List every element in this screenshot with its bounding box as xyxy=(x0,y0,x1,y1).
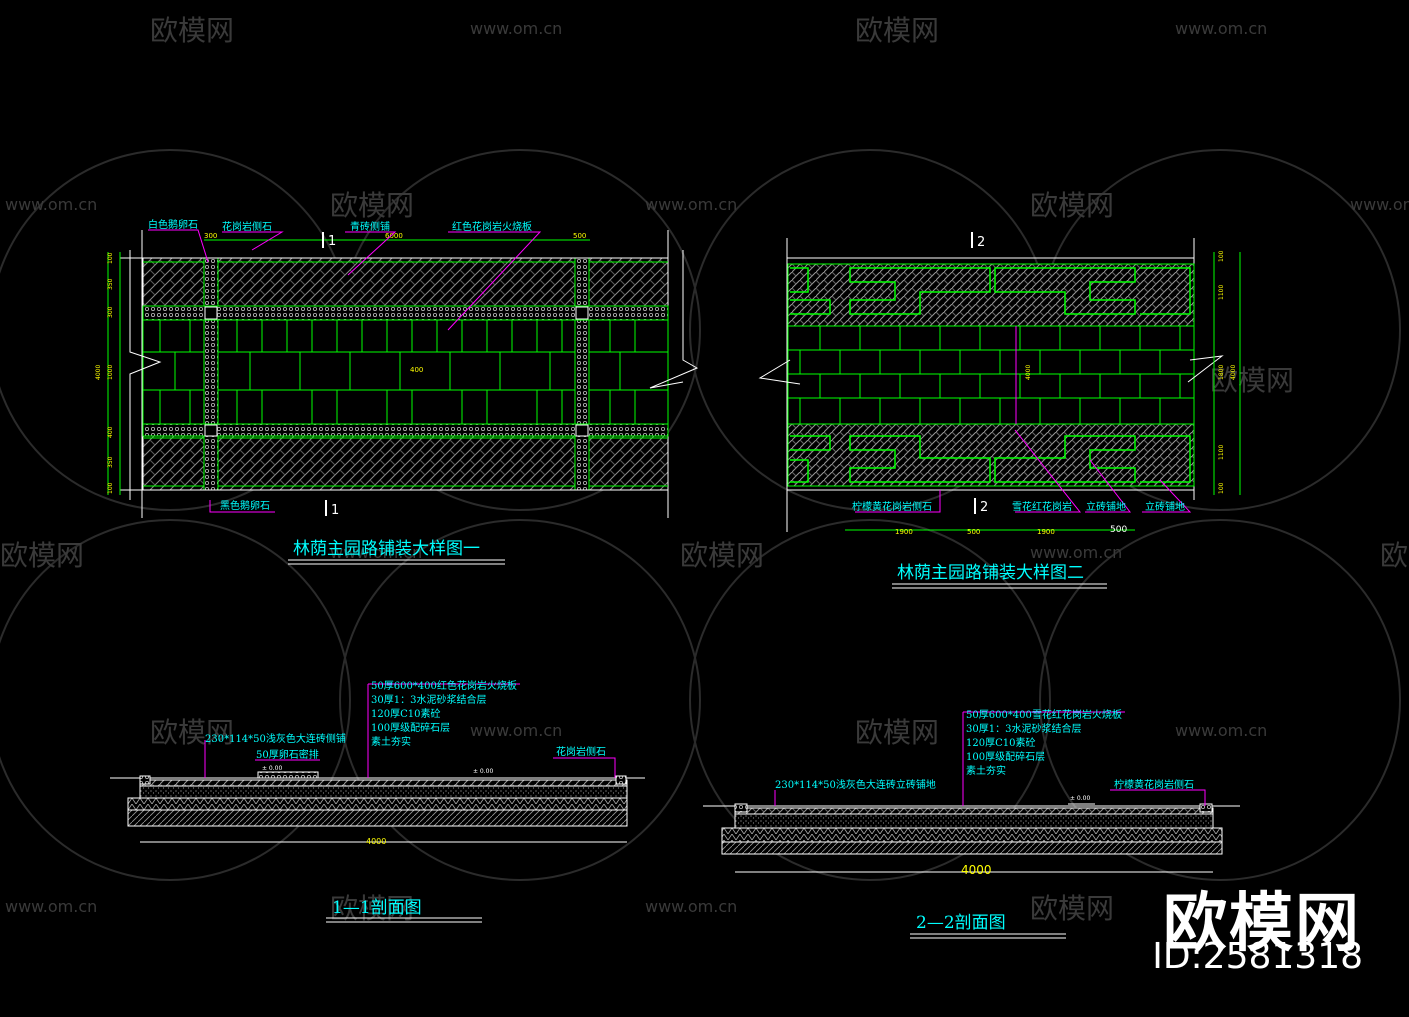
brand-logo-text: 欧模网 xyxy=(1163,887,1361,961)
plan1-dim-left: 1000 xyxy=(107,365,114,380)
plan1-dim-top: 6000 xyxy=(385,232,403,240)
plan1-section-mark: 1 xyxy=(328,234,336,249)
section1-layer: 100厚级配碎石层 xyxy=(371,721,450,734)
watermark-url: www.om.cn xyxy=(1350,195,1409,214)
watermark-url: www.om.cn xyxy=(1030,543,1122,562)
plan1-dim-left: 100 xyxy=(107,252,114,264)
watermark-url: www.om.cn xyxy=(470,721,562,740)
plan2-dim-right: 1100 xyxy=(1218,445,1225,460)
section1-elevation: ± 0.00 xyxy=(473,768,493,775)
watermark-logo: 欧模网 xyxy=(150,716,234,749)
watermark-logo: 欧模网 xyxy=(1210,364,1294,397)
watermark-logo: 欧模网 xyxy=(330,189,414,222)
section2-left-label: 230*114*50浅灰色大连砖立砖铺地 xyxy=(775,778,936,791)
plan1-cobble-strip-left xyxy=(203,257,219,491)
watermark-url: www.om.cn xyxy=(645,195,737,214)
section1-layer: 素土夯实 xyxy=(371,735,411,748)
plan2-dim-right: 4000 xyxy=(1230,365,1237,380)
plan1-dim-left: 400 xyxy=(107,426,114,438)
plan1-dim-left: 100 xyxy=(107,482,114,494)
plan2-dim-bottom: 500 xyxy=(1110,525,1127,535)
plan2-brick-grid xyxy=(788,326,1194,424)
plan2-label-brick: 立砖铺地 xyxy=(1145,500,1185,513)
plan1-dim-top: 500 xyxy=(573,232,586,240)
watermark-logo: 欧模网 xyxy=(1380,539,1409,572)
section2-width-dim: 4000 xyxy=(961,863,992,877)
plan1-label-white-cobble: 白色鹅卵石 xyxy=(148,218,198,231)
plan1-dim-left: 350 xyxy=(107,278,114,290)
plan2-brick-field xyxy=(787,325,1195,425)
watermark-logo: 欧模网 xyxy=(150,14,234,47)
section2-layer: 30厚1：3水泥砂浆结合层 xyxy=(966,722,1081,735)
plan2-dim-bottom: 1900 xyxy=(1037,528,1055,536)
plan-1: 300 6000 500 400 100 350 300 4000 1000 4… xyxy=(95,218,699,565)
section1-width-dim: 4000 xyxy=(366,837,386,846)
plan1-dim-top: 300 xyxy=(204,232,217,240)
plan2-dim-right: 100 xyxy=(1218,482,1225,494)
plan1-dim-left: 300 xyxy=(107,306,114,318)
section2-title: 2—2剖面图 xyxy=(916,913,1006,933)
watermark-url: www.om.cn xyxy=(1175,19,1267,38)
section2-elevation: ± 0.00 xyxy=(1070,795,1090,802)
plan1-dim-center: 400 xyxy=(410,366,423,374)
watermark-logo: 欧模网 xyxy=(330,892,414,925)
plan2-dim-bottom: 1900 xyxy=(895,528,913,536)
section1-elevation: ± 0.00 xyxy=(262,765,282,772)
brand-id: ID:2581318 xyxy=(1152,936,1363,977)
plan1-label-green-brick: 青砖侧铺 xyxy=(350,220,390,233)
section1-layer: 30厚1：3水泥砂浆结合层 xyxy=(371,693,486,706)
plan2-fret-pattern-top xyxy=(790,267,1191,315)
section1-pebble-label: 50厚卵石密排 xyxy=(256,748,319,761)
plan2-title: 林荫主园路铺装大样图二 xyxy=(897,563,1084,583)
watermark-logo: 欧模网 xyxy=(1030,892,1114,925)
plan2-dim-right: 1800 xyxy=(1218,365,1225,380)
section2-layer: 100厚级配碎石层 xyxy=(966,750,1045,763)
plan1-label-granite-curb: 花岗岩侧石 xyxy=(222,220,272,233)
plan1-dim-left: 350 xyxy=(107,456,114,468)
plan2-label-snow-red-granite: 雪花红花岗岩 xyxy=(1012,500,1072,513)
plan2-dim-right: 100 xyxy=(1218,250,1225,262)
plan2-label-lemon-granite: 柠檬黄花岗岩侧石 xyxy=(852,500,932,513)
section1-title: 1—1剖面图 xyxy=(332,898,422,918)
plan2-fret-pattern-bottom xyxy=(790,435,1191,483)
section2-layer: 120厚C10素砼 xyxy=(966,736,1035,749)
plan2-section-mark: 2 xyxy=(977,235,985,250)
section1-left-label: 230*114*50浅灰色大连砖侧铺 xyxy=(205,732,346,745)
plan2-dim-right: 1100 xyxy=(1218,285,1225,300)
watermark-url: www.om.cn xyxy=(5,195,97,214)
watermark-url: www.om.cn xyxy=(470,19,562,38)
watermark-url: www.om.cn xyxy=(330,543,422,562)
plan2-section-mark: 2 xyxy=(980,500,988,515)
watermark-url: www.om.cn xyxy=(1175,721,1267,740)
plan2-label-brick: 立砖铺地 xyxy=(1086,500,1126,513)
plan2-dim-center: 4000 xyxy=(1025,365,1032,380)
plan1-section-mark: 1 xyxy=(331,503,339,518)
section2-layer: 素土夯实 xyxy=(966,764,1006,777)
plan1-label-red-granite: 红色花岗岩火烧板 xyxy=(452,220,532,233)
watermark-url: www.om.cn xyxy=(645,897,737,916)
section-2: 50厚600*400雪花红花岗岩火烧板 30厚1：3水泥砂浆结合层 120厚C1… xyxy=(703,708,1240,939)
plan1-title: 林荫主园路铺装大样图一 xyxy=(293,539,480,559)
section2-layer: 50厚600*400雪花红花岗岩火烧板 xyxy=(966,708,1122,721)
plan2-dim-bottom: 500 xyxy=(967,528,980,536)
watermark-logo: 欧模网 xyxy=(0,539,84,572)
watermark-logo: 欧模网 xyxy=(1030,189,1114,222)
section1-curb-label: 花岗岩侧石 xyxy=(556,745,606,758)
watermark-logo: 欧模网 xyxy=(855,14,939,47)
plan1-dim-left: 4000 xyxy=(95,365,102,380)
section1-layer: 50厚600*400红色花岗岩火烧板 xyxy=(371,679,517,692)
plan-2: 4000 100 1100 1800 4000 1100 100 1900 50… xyxy=(758,232,1241,589)
plan1-cobble-strip-right xyxy=(574,257,590,491)
plan2-fret-band-top xyxy=(787,263,1195,327)
watermark-url: www.om.cn xyxy=(5,897,97,916)
section-1: 50厚600*400红色花岗岩火烧板 30厚1：3水泥砂浆结合层 120厚C10… xyxy=(110,679,645,923)
watermark-logo: 欧模网 xyxy=(680,539,764,572)
section2-curb-label: 柠檬黄花岗岩侧石 xyxy=(1114,778,1194,791)
plan2-fret-band-bottom xyxy=(787,423,1195,487)
section1-layer: 120厚C10素砼 xyxy=(371,707,440,720)
plan1-label-black-cobble: 黑色鹅卵石 xyxy=(220,499,270,512)
watermark-logo: 欧模网 xyxy=(855,716,939,749)
